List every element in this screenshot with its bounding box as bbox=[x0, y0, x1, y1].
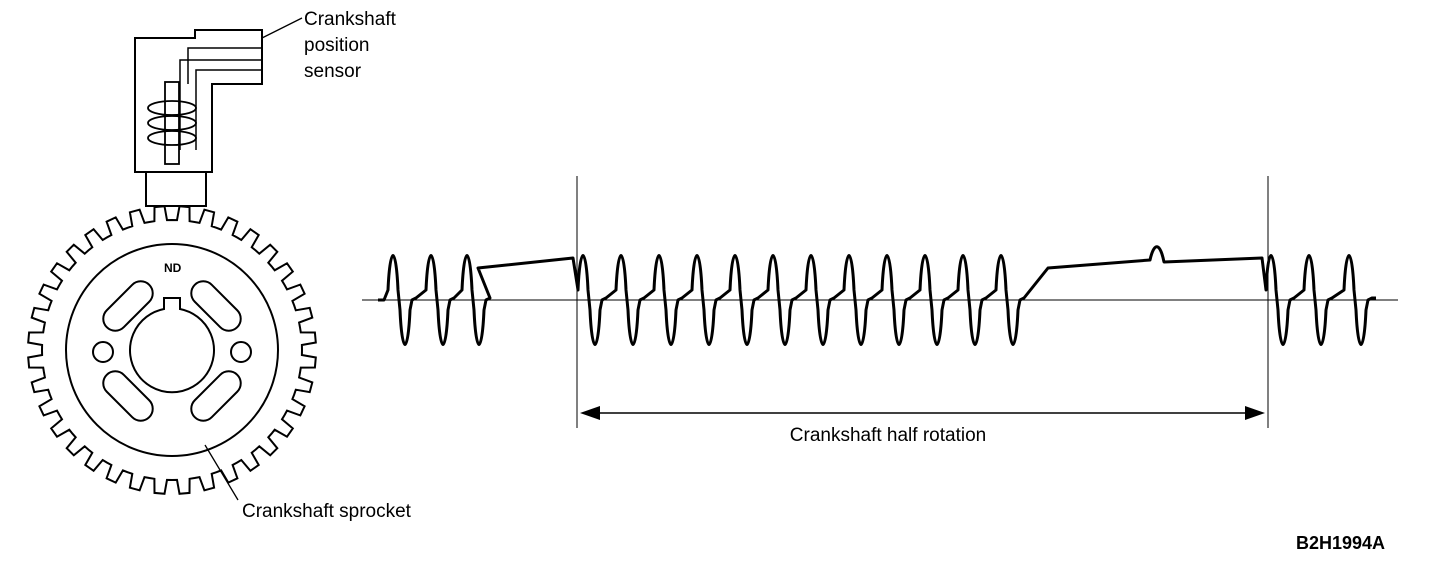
sprocket-mark: ND bbox=[164, 261, 182, 275]
side-hole-left bbox=[92, 341, 114, 363]
figure-code: B2H1994A bbox=[1296, 533, 1385, 553]
sensor-label-line3: sensor bbox=[304, 61, 362, 82]
half-rotation-label: Crankshaft half rotation bbox=[790, 425, 986, 446]
sprocket-label: Crankshaft sprocket bbox=[242, 501, 412, 522]
crankshaft-position-sensor bbox=[134, 29, 263, 207]
center-bore-icon bbox=[129, 297, 215, 394]
sprocket-hub-circle bbox=[65, 243, 279, 457]
half-rotation-arrow bbox=[580, 406, 1265, 420]
side-hole-right bbox=[230, 341, 252, 363]
crankshaft-sprocket bbox=[27, 205, 317, 495]
sensor-leader-line bbox=[261, 17, 303, 39]
sprocket-slots bbox=[102, 280, 242, 422]
sensor-label-line1: Crankshaft bbox=[304, 9, 397, 30]
sprocket-teeth-outline bbox=[27, 205, 317, 495]
crank-signal-waveform bbox=[378, 245, 1376, 346]
sprocket-leader-line bbox=[204, 444, 239, 501]
sensor-label-line2: position bbox=[304, 35, 370, 56]
